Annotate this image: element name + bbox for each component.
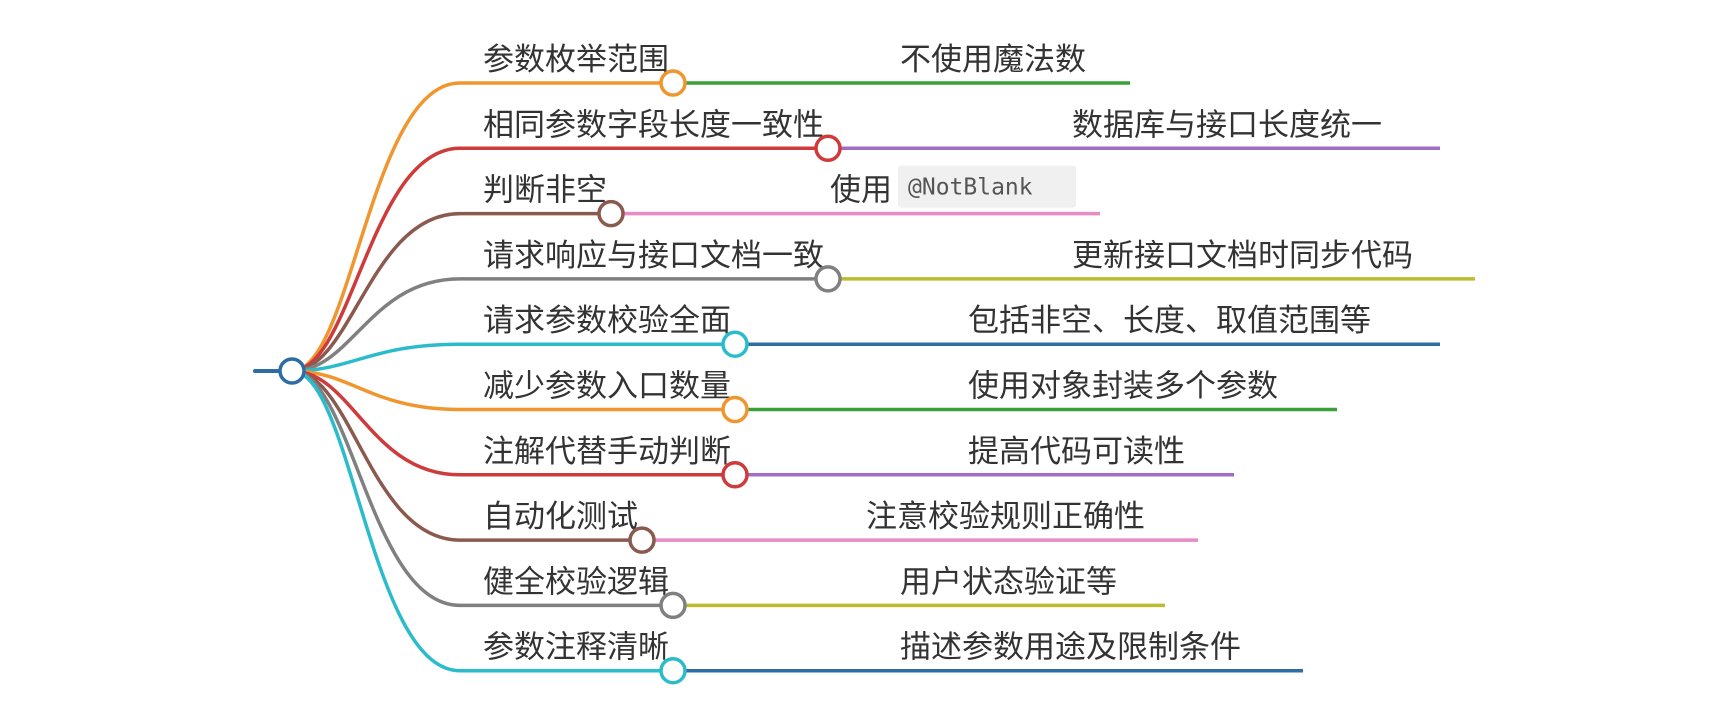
- branch: 健全校验逻辑 用户状态验证等: [460, 564, 1165, 620]
- leaf-label[interactable]: 数据库与接口长度统一: [1072, 107, 1382, 143]
- branch-connector: [290, 146, 462, 373]
- branch-node[interactable]: [628, 526, 656, 554]
- branch-node[interactable]: [814, 134, 842, 163]
- branch-node[interactable]: [659, 656, 687, 685]
- branch-label[interactable]: 相同参数字段长度一致性: [483, 107, 824, 143]
- leaf-label[interactable]: 用户状态验证等: [900, 564, 1117, 600]
- branch-node[interactable]: [659, 591, 687, 620]
- branch-label[interactable]: 自动化测试: [483, 499, 638, 535]
- branch-connector: [290, 81, 462, 373]
- leaf-label[interactable]: 使用: [830, 173, 892, 209]
- branch-node[interactable]: [659, 69, 687, 97]
- branch-label[interactable]: 参数注释清晰: [483, 630, 669, 666]
- branch: 参数注释清晰 描述参数用途及限制条件: [460, 630, 1303, 685]
- branch-node[interactable]: [721, 461, 749, 489]
- leaf-label[interactable]: 使用对象封装多个参数: [968, 369, 1278, 405]
- branch-label[interactable]: 请求响应与接口文档一致: [483, 238, 824, 274]
- branch: 参数枚举范围 不使用魔法数: [460, 42, 1130, 97]
- branch-label[interactable]: 减少参数入口数量: [483, 369, 731, 405]
- leaf-label[interactable]: 更新接口文档时同步代码: [1072, 238, 1413, 274]
- leaf-label[interactable]: 不使用魔法数: [900, 42, 1086, 78]
- branch-label[interactable]: 请求参数校验全面: [483, 303, 731, 339]
- branch-connector: [290, 369, 462, 542]
- code-badge: @NotBlank: [908, 175, 1033, 201]
- leaf-label[interactable]: 描述参数用途及限制条件: [900, 630, 1241, 666]
- branch: 请求参数校验全面 包括非空、长度、取值范围等: [460, 303, 1440, 358]
- branch-connector: [290, 342, 462, 373]
- branch-node[interactable]: [721, 395, 749, 424]
- branch-node[interactable]: [721, 330, 749, 358]
- leaf-label[interactable]: 包括非空、长度、取值范围等: [968, 303, 1371, 339]
- branch-connector: [290, 369, 462, 477]
- branch-connector: [290, 369, 462, 673]
- branch-connector: [290, 211, 462, 373]
- branch-node[interactable]: [814, 265, 842, 293]
- branch-connectors: [290, 81, 462, 673]
- branch: 相同参数字段长度一致性 数据库与接口长度统一: [460, 107, 1440, 163]
- branch: 注解代替手动判断 提高代码可读性: [460, 434, 1234, 489]
- branch-label[interactable]: 参数枚举范围: [483, 42, 669, 78]
- code-badge-background: [898, 165, 1076, 208]
- branch: 自动化测试 注意校验规则正确性: [460, 499, 1198, 554]
- leaf-label[interactable]: 注意校验规则正确性: [866, 499, 1145, 535]
- branch-label[interactable]: 判断非空: [483, 173, 607, 209]
- branch: 减少参数入口数量 使用对象封装多个参数: [460, 369, 1337, 424]
- root-node[interactable]: [278, 357, 306, 385]
- leaf-label[interactable]: 提高代码可读性: [968, 434, 1185, 470]
- branch-label[interactable]: 健全校验逻辑: [483, 564, 669, 600]
- branch: 请求响应与接口文档一致 更新接口文档时同步代码: [460, 238, 1475, 293]
- branch-connector: [290, 277, 462, 373]
- branch-connector: [290, 369, 462, 608]
- branch: 判断非空 使用 @NotBlank: [460, 165, 1100, 228]
- branch-connector: [290, 369, 462, 412]
- branch-node[interactable]: [597, 199, 625, 228]
- branch-label[interactable]: 注解代替手动判断: [483, 434, 731, 470]
